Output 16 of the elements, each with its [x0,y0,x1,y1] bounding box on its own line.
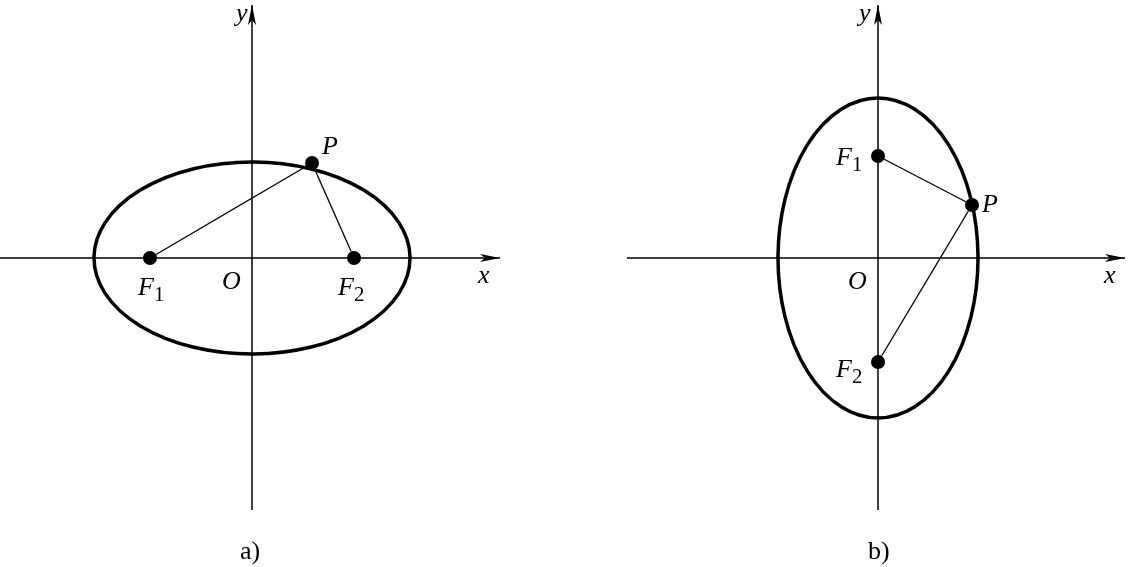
axis-label: x [478,262,490,288]
point-label: F$_{2}$ [836,356,863,387]
point-label: F$_{1}$ [138,274,165,305]
axis-label: y [859,0,871,26]
point-label: F$_{2}$ [338,274,365,305]
axis-label: y [236,0,248,26]
origin-label: O [848,268,867,294]
panel-caption: b) [868,538,890,564]
origin-label: O [222,268,241,294]
point-label: F$_{1}$ [836,144,863,175]
point-label: P [982,191,998,217]
point-label: P [322,133,338,159]
panel-caption: a) [240,538,261,564]
line-segment [883,158,967,203]
line-segment [880,210,970,357]
axis-label: x [1104,262,1116,288]
